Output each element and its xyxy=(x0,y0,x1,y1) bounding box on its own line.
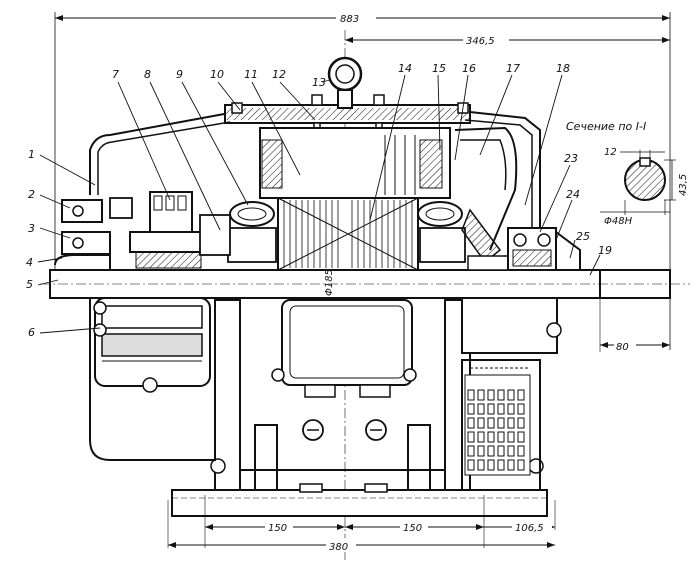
frame-lower-body xyxy=(210,299,544,474)
base-plate xyxy=(171,483,548,517)
callout-10: 10 xyxy=(210,68,224,81)
callout-2: 2 xyxy=(28,188,35,201)
vent-grid xyxy=(467,389,525,471)
dim-106-5: 106,5 xyxy=(515,523,544,534)
callout-9: 9 xyxy=(176,68,183,81)
callout-7: 7 xyxy=(112,68,119,81)
dim-346-5: 346,5 xyxy=(466,36,495,47)
right-end-shield xyxy=(454,126,518,271)
callout-23: 23 xyxy=(564,152,578,165)
dimension-feet: 150 150 106,5 380 xyxy=(167,495,556,553)
section-title: Сечение по I-I xyxy=(566,120,646,133)
shaft: 80 xyxy=(40,269,690,353)
section-diameter-dim: Φ48Н xyxy=(604,216,633,227)
dim-380: 380 xyxy=(329,542,348,553)
section-inset: Сечение по I-I 12 43,5 Φ48Н xyxy=(566,120,689,227)
stator-core xyxy=(259,127,451,199)
callout-16: 16 xyxy=(462,62,476,75)
top-cover xyxy=(89,104,541,250)
leader-lines xyxy=(37,74,601,334)
callout-12: 12 xyxy=(272,68,286,81)
dimension-overall-length: 883 xyxy=(54,10,671,350)
section-width-dim: 12 xyxy=(604,147,617,158)
dim-150-left: 150 xyxy=(268,523,287,534)
callout-15: 15 xyxy=(432,62,446,75)
callout-8: 8 xyxy=(144,68,151,81)
dim-80: 80 xyxy=(616,342,629,353)
rotor-core: Φ185 xyxy=(277,197,419,296)
section-depth-dim: 43,5 xyxy=(678,174,689,196)
right-vent-housing xyxy=(461,297,562,491)
callout-24: 24 xyxy=(566,188,580,201)
dimension-346: 346,5 xyxy=(345,32,670,47)
left-terminal-housing xyxy=(89,290,216,461)
callout-1: 1 xyxy=(28,148,35,161)
left-bearing-brushgear xyxy=(54,191,231,270)
callout-25: 25 xyxy=(576,230,590,243)
callout-6: 6 xyxy=(28,326,35,339)
callout-3: 3 xyxy=(28,222,35,235)
callout-17: 17 xyxy=(506,62,520,75)
end-windings xyxy=(227,201,466,263)
callout-4: 4 xyxy=(26,256,33,269)
callout-numbers: 1 2 3 4 5 6 7 8 9 10 11 12 13 14 15 16 1… xyxy=(26,62,612,339)
right-bearing xyxy=(507,227,581,271)
callout-18: 18 xyxy=(556,62,570,75)
lifting-eye xyxy=(327,56,363,109)
callout-13: 13 xyxy=(312,76,326,89)
callout-14: 14 xyxy=(398,62,412,75)
dim-rotor-diameter: Φ185 xyxy=(324,269,335,296)
callout-5: 5 xyxy=(26,278,33,291)
callout-11: 11 xyxy=(244,68,258,81)
dim-883: 883 xyxy=(340,14,359,25)
dim-150-right: 150 xyxy=(403,523,422,534)
callout-19: 19 xyxy=(598,244,612,257)
